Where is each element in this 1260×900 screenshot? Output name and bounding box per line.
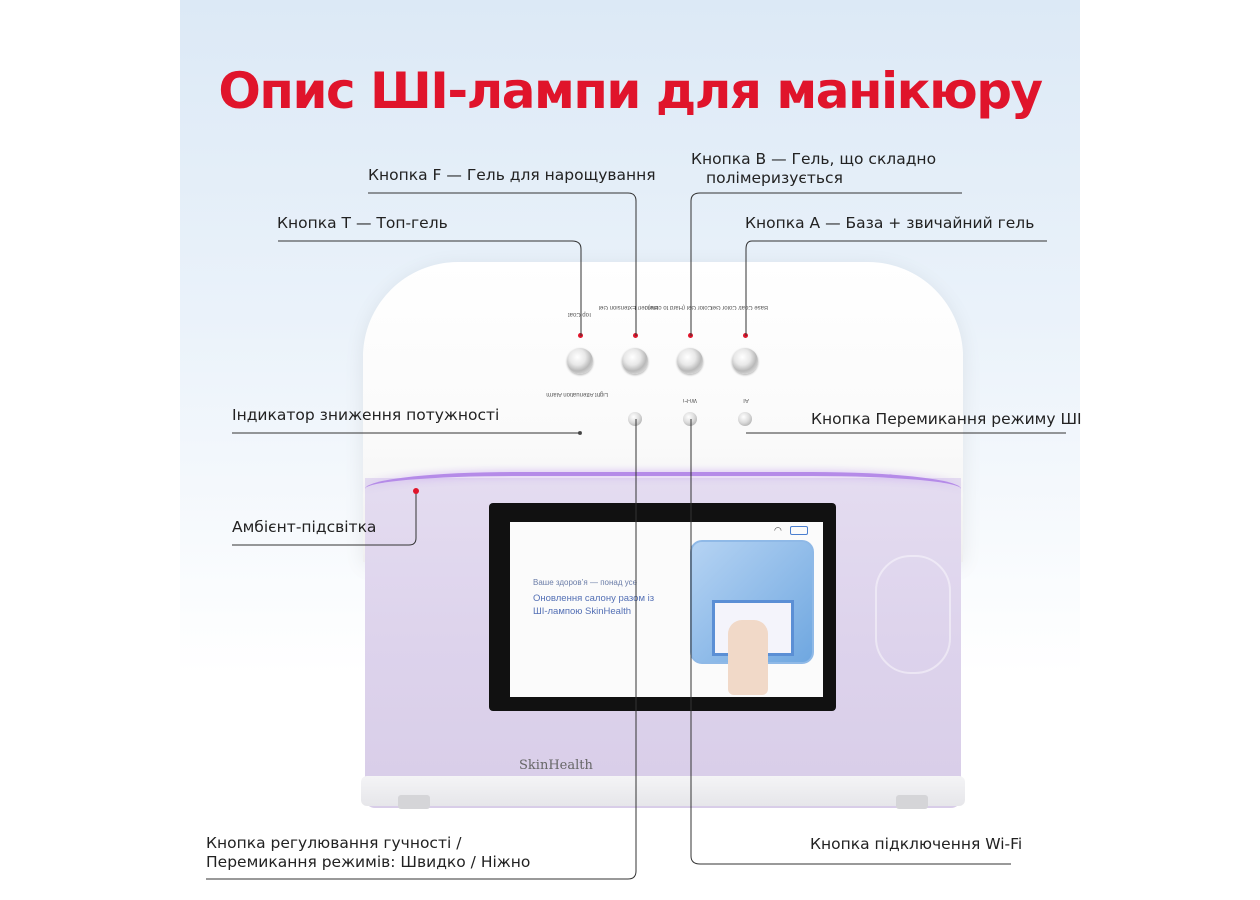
wifi-status-icon: ◠: [774, 525, 782, 535]
lamp-foot-right: [896, 795, 928, 809]
label-ai-mode-button: Кнопка Перемикання режиму ШІ: [811, 410, 1082, 428]
side-ring-decoration: [875, 555, 951, 674]
label-button-b-line1: Кнопка B — Гель, що складно: [691, 150, 937, 168]
button-a[interactable]: [732, 348, 758, 374]
hand-illustration: [728, 620, 768, 695]
ambient-light-strip: [365, 472, 961, 506]
label-volume-button: Кнопка регулювання гучності / Перемиканн…: [206, 834, 530, 872]
label-button-t: Кнопка T — Топ-гель: [277, 214, 448, 232]
lamp-foot-left: [398, 795, 430, 809]
button-t[interactable]: [567, 348, 593, 374]
label-button-a: Кнопка A — База + звичайний гель: [745, 214, 1035, 232]
screen-headline: Оновлення салону разом із ШІ-лампою Skin…: [533, 592, 654, 618]
label-volume-line2: Перемикання режимів: Швидко / Ніжно: [206, 853, 531, 871]
page-title: Опис ШІ-лампи для манікюру: [218, 62, 1043, 120]
label-button-f: Кнопка F — Гель для нарощування: [368, 166, 656, 184]
volume-button[interactable]: [628, 412, 642, 426]
label-volume-line1: Кнопка регулювання гучності /: [206, 834, 462, 852]
label-power-indicator: Індикатор зниження потужності: [232, 406, 500, 424]
brand-logo-text: SkinHealth: [519, 758, 593, 773]
lamp-base: [361, 776, 965, 806]
button-f[interactable]: [622, 348, 648, 374]
label-button-b-line2: полімеризується: [706, 169, 843, 187]
label-wifi-button: Кнопка підключення Wi-Fi: [810, 835, 1023, 853]
label-ambient-light: Амбієнт-підсвітка: [232, 518, 377, 536]
screen-caption: Ваше здоров’я — понад усе: [533, 578, 638, 587]
button-b[interactable]: [677, 348, 703, 374]
wifi-button[interactable]: [683, 412, 697, 426]
battery-icon: [790, 526, 808, 535]
screen-headline-line2: ШІ-лампою SkinHealth: [533, 606, 632, 617]
label-button-b: Кнопка B — Гель, що складно полімеризуєт…: [691, 150, 936, 188]
screen-headline-line1: Оновлення салону разом із: [533, 593, 655, 604]
ai-mode-button[interactable]: [738, 412, 752, 426]
